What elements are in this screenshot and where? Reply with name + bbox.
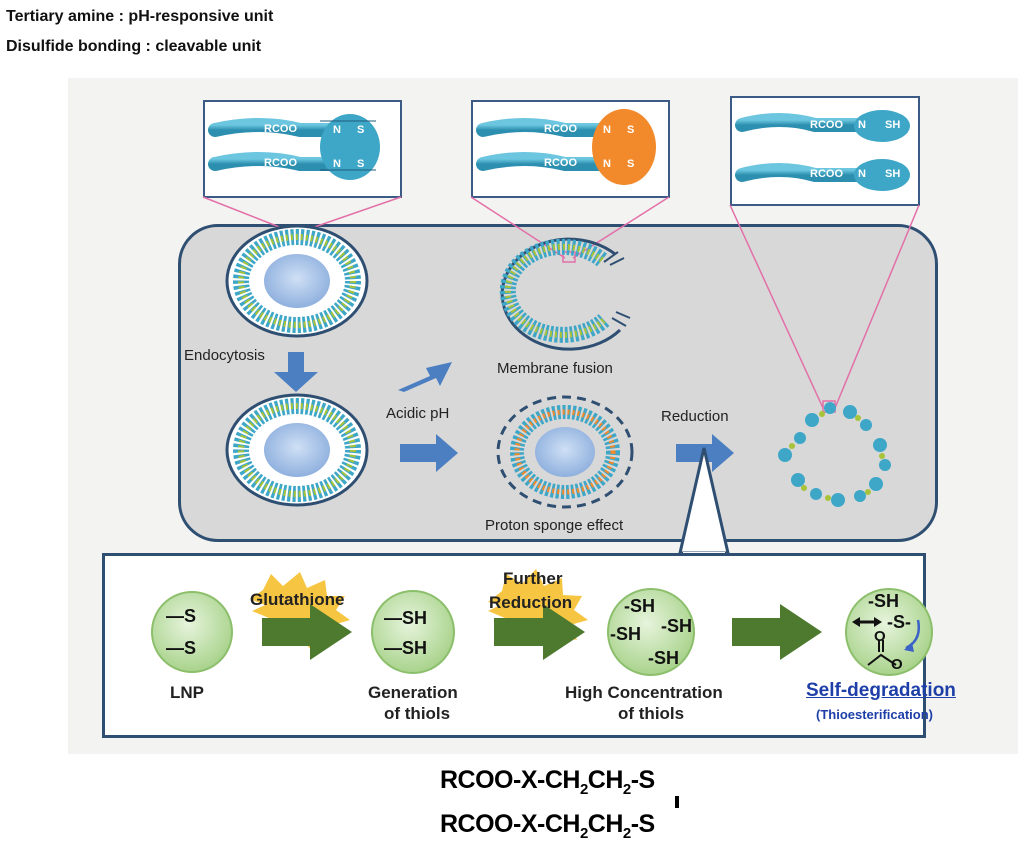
degraded-lipid-fragments	[778, 402, 891, 507]
c4-s: -S-	[887, 612, 911, 632]
arrow-endocytosis	[274, 352, 318, 392]
circle-self-degradation	[845, 588, 933, 676]
z2-rcoo-1: RCOO	[544, 123, 577, 135]
lnp-endosome	[225, 393, 369, 507]
label-generation-line2: of thiols	[384, 704, 451, 723]
lnp-top	[225, 224, 369, 338]
z3-n-2: N	[858, 168, 866, 180]
formula-line-2: RCOO-X-CH2CH2-S	[440, 810, 655, 842]
label-high-conc-line1: High Concentration	[565, 683, 723, 702]
label-glutathione: Glutathione	[250, 590, 345, 609]
c2-sh-top: —SH	[384, 608, 428, 628]
z3-sh-1: SH	[885, 119, 901, 131]
z2-n-2: N	[603, 158, 611, 170]
z1-s-1: S	[357, 124, 365, 136]
proton-sponge-lnp	[496, 395, 634, 509]
c4-sh: -SH	[868, 591, 899, 611]
label-further: Further	[503, 569, 563, 588]
label-further-reduction: Reduction	[489, 593, 573, 612]
label-high-conc-line2: of thiols	[618, 704, 685, 723]
label-proton-sponge: Proton sponge effect	[485, 517, 624, 534]
c4-o-carbonyl: O	[874, 628, 886, 645]
header-line-tertiary-amine: Tertiary amine : pH-responsive unit	[6, 8, 274, 25]
z3-sh-2: SH	[885, 168, 901, 180]
label-acidic-ph: Acidic pH	[386, 405, 450, 422]
circle-lnp	[151, 591, 233, 673]
arrow-further-reduction	[494, 604, 585, 660]
z2-rcoo-2: RCOO	[544, 157, 577, 169]
label-endocytosis: Endocytosis	[184, 347, 265, 364]
z1-s-2: S	[357, 158, 365, 170]
z3-rcoo-2: RCOO	[810, 168, 843, 180]
z3-n-1: N	[858, 119, 866, 131]
z2-s-1: S	[627, 124, 635, 136]
z1-n-1: N	[333, 124, 341, 136]
label-self-degradation: Self-degradation	[806, 680, 956, 701]
c2-sh-bottom: —SH	[384, 638, 428, 658]
arrow-to-membrane-fusion	[398, 362, 452, 392]
z1-rcoo-2: RCOO	[264, 157, 297, 169]
label-generation-line1: Generation	[368, 683, 458, 702]
lipid-head-1	[320, 114, 380, 180]
z1-n-2: N	[333, 158, 341, 170]
z3-rcoo-1: RCOO	[810, 119, 843, 131]
lipid-tail-1b	[208, 152, 357, 171]
membrane-fusion-structure	[499, 237, 631, 351]
z2-s-2: S	[627, 158, 635, 170]
c3-sh-4: -SH	[648, 648, 679, 668]
lipid-tail-1a	[208, 118, 357, 137]
c3-sh-1: -SH	[624, 596, 655, 616]
c4-o-ester: O	[891, 656, 903, 673]
z1-rcoo-1: RCOO	[264, 123, 297, 135]
label-membrane-fusion: Membrane fusion	[497, 360, 613, 377]
c3-sh-3: -SH	[661, 616, 692, 636]
c1-s-bottom: —S	[166, 638, 197, 658]
circle-high-conc	[607, 588, 695, 676]
formula-disulfide-bond	[675, 796, 679, 808]
circle-generation	[371, 590, 455, 674]
header-line-disulfide: Disulfide bonding : cleavable unit	[6, 38, 262, 55]
label-lnp: LNP	[170, 683, 204, 702]
arrow-acidic-ph	[400, 434, 458, 472]
formula-line-1: RCOO-X-CH2CH2-S	[440, 766, 655, 798]
c3-sh-2: -SH	[610, 624, 641, 644]
arrow-self-degradation	[732, 604, 822, 660]
z2-n-1: N	[603, 124, 611, 136]
label-reduction: Reduction	[661, 408, 729, 425]
c1-s-top: —S	[166, 606, 197, 626]
label-thioesterification: (Thioesterification)	[816, 707, 934, 722]
arrow-glutathione	[262, 604, 352, 660]
lipid-head-orange	[592, 109, 656, 185]
